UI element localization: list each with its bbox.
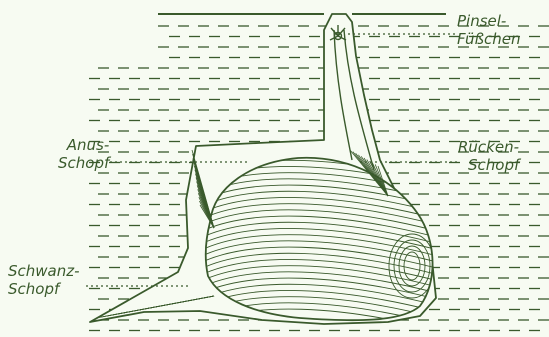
urchin-body (206, 158, 433, 320)
label-line: Füßchen (457, 30, 520, 48)
label-line: Pinsel- (457, 12, 520, 30)
label-pinsel-fuesschen: Pinsel- Füßchen (457, 12, 520, 48)
label-line: Anus- (58, 136, 109, 154)
label-ruecken-schopf: Rücken- Schopf (458, 138, 519, 174)
label-line: Schopf (8, 280, 80, 298)
label-anus-schopf: Anus- Schopf (58, 136, 109, 172)
label-line: Schwanz- (8, 262, 80, 280)
label-line: Schopf (58, 154, 109, 172)
label-schwanz-schopf: Schwanz- Schopf (8, 262, 80, 298)
label-line: Schopf (458, 156, 519, 174)
label-line: Rücken- (458, 138, 519, 156)
